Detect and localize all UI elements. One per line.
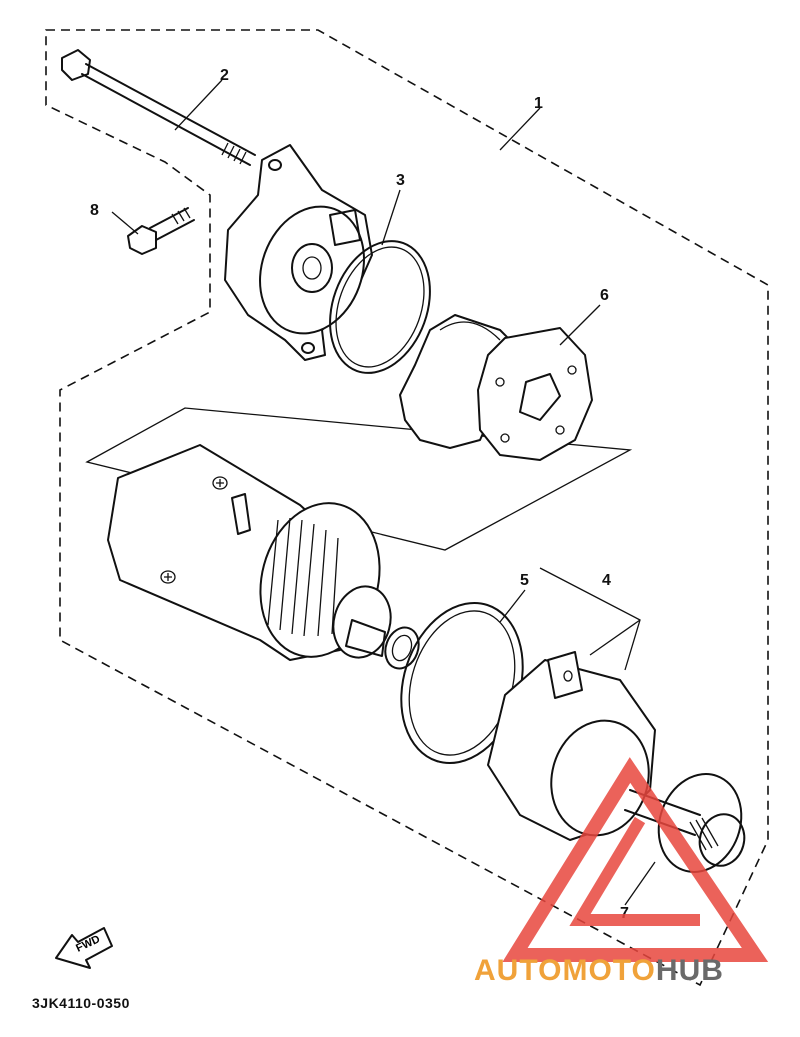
diagram-code: 3JK4110-0350 xyxy=(32,995,130,1011)
callout-7: 7 xyxy=(620,905,629,922)
watermark-triangle xyxy=(502,757,769,962)
watermark-auto: AUTO xyxy=(474,954,562,987)
callout-1: 1 xyxy=(534,95,543,112)
watermark-text: AUTOMOTOHUB xyxy=(474,954,724,987)
watermark-hub: HUB xyxy=(656,954,724,987)
o-ring-front xyxy=(329,240,431,374)
fwd-arrow: FWD xyxy=(55,927,113,969)
watermark-moto: MOTO xyxy=(562,954,655,987)
callout-5: 5 xyxy=(520,572,529,589)
motor-yoke xyxy=(107,444,392,661)
short-bolt xyxy=(127,207,195,255)
callout-4: 4 xyxy=(602,572,611,589)
washer xyxy=(384,626,420,670)
front-cover xyxy=(224,144,373,361)
brush-plate xyxy=(477,327,593,461)
callout-8: 8 xyxy=(90,202,99,219)
assembly-boundary xyxy=(45,29,769,987)
rear-cover xyxy=(487,651,746,867)
long-through-bolt xyxy=(61,49,256,166)
leader-lines xyxy=(111,79,656,906)
callout-2: 2 xyxy=(220,67,229,84)
callout-6: 6 xyxy=(600,287,609,304)
watermark-logo xyxy=(502,757,769,962)
callout-3: 3 xyxy=(396,172,405,189)
